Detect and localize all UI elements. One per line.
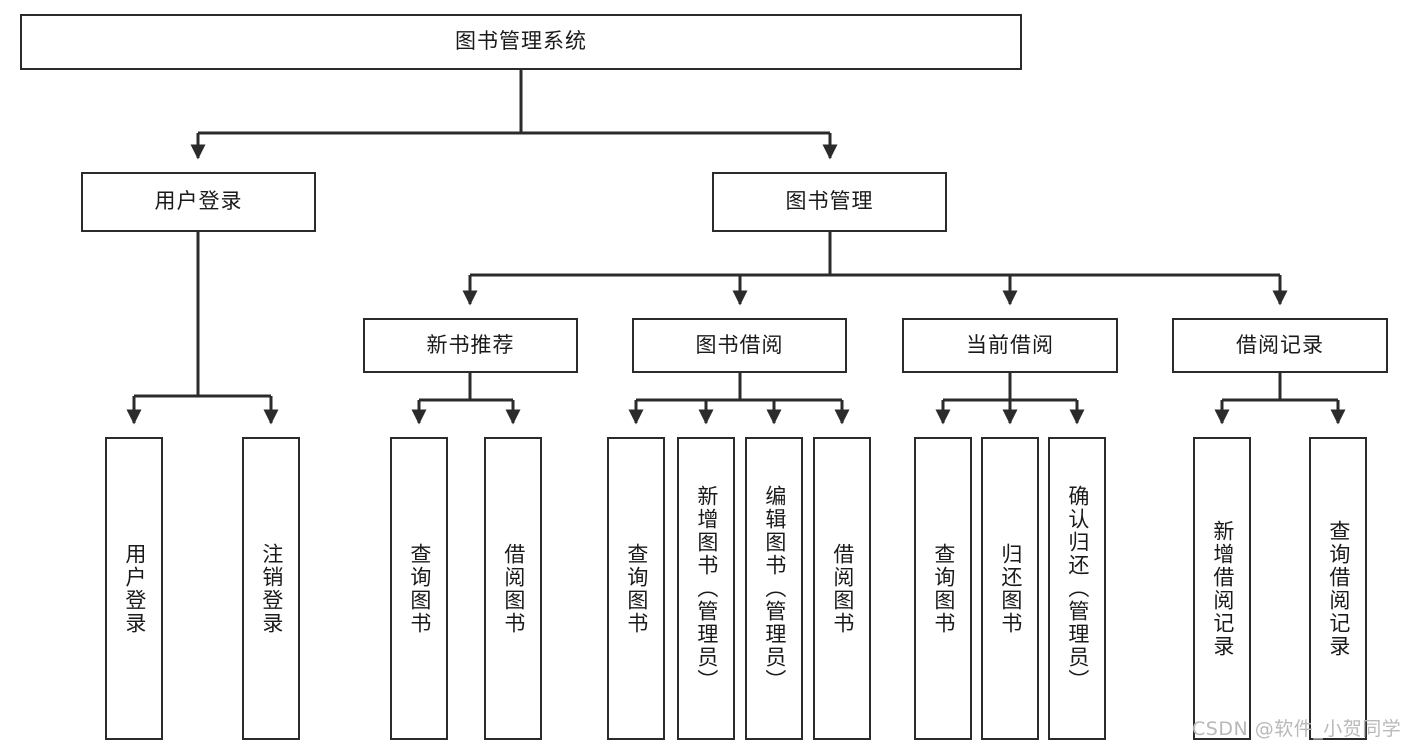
csdn-watermark: CSDN @软件_小贺同学 bbox=[1192, 718, 1402, 740]
leaf-borrow-query-book[interactable]: 查询图书 bbox=[607, 437, 665, 740]
leaf-user-login-signout[interactable]: 注销登录 bbox=[242, 437, 300, 740]
node-label: 归还图书 bbox=[998, 542, 1023, 635]
node-book-management[interactable]: 图书管理 bbox=[712, 172, 947, 232]
leaf-current-return-book[interactable]: 归还图书 bbox=[981, 437, 1039, 740]
node-label: 新增图书（管理员） bbox=[694, 485, 719, 692]
node-label: 图书借阅 bbox=[695, 332, 784, 357]
node-borrow-record[interactable]: 借阅记录 bbox=[1172, 318, 1388, 373]
node-label: 图书管理系统 bbox=[455, 29, 587, 54]
node-user-login[interactable]: 用户登录 bbox=[81, 172, 316, 232]
node-label: 查询借阅记录 bbox=[1326, 519, 1351, 658]
node-label: 借阅图书 bbox=[501, 542, 526, 635]
leaf-borrow-edit-book-admin[interactable]: 编辑图书（管理员） bbox=[745, 437, 803, 740]
leaf-user-login-signin[interactable]: 用户登录 bbox=[105, 437, 163, 740]
node-label: 用户登录 bbox=[154, 189, 243, 214]
node-label: 图书管理 bbox=[785, 189, 874, 214]
node-label: 借阅图书 bbox=[830, 542, 855, 635]
node-label: 借阅记录 bbox=[1236, 332, 1324, 357]
leaf-record-add-record[interactable]: 新增借阅记录 bbox=[1193, 437, 1251, 740]
node-root-system[interactable]: 图书管理系统 bbox=[20, 14, 1022, 70]
node-label: 查询图书 bbox=[407, 542, 432, 635]
node-label: 新增借阅记录 bbox=[1210, 519, 1235, 658]
node-label: 注销登录 bbox=[259, 542, 284, 635]
node-label: 确认归还（管理员） bbox=[1065, 485, 1090, 692]
leaf-recommend-borrow-book[interactable]: 借阅图书 bbox=[484, 437, 542, 740]
leaf-record-query-record[interactable]: 查询借阅记录 bbox=[1309, 437, 1367, 740]
node-label: 当前借阅 bbox=[966, 332, 1054, 357]
node-label: 用户登录 bbox=[122, 542, 147, 635]
node-new-book-recommend[interactable]: 新书推荐 bbox=[363, 318, 578, 373]
node-current-borrow[interactable]: 当前借阅 bbox=[902, 318, 1118, 373]
node-label: 新书推荐 bbox=[426, 332, 515, 357]
leaf-current-confirm-return-admin[interactable]: 确认归还（管理员） bbox=[1048, 437, 1106, 740]
node-label: 查询图书 bbox=[931, 542, 956, 635]
leaf-borrow-add-book-admin[interactable]: 新增图书（管理员） bbox=[677, 437, 735, 740]
node-label: 查询图书 bbox=[624, 542, 649, 635]
leaf-borrow-borrow-book[interactable]: 借阅图书 bbox=[813, 437, 871, 740]
leaf-current-query-book[interactable]: 查询图书 bbox=[914, 437, 972, 740]
leaf-recommend-query-book[interactable]: 查询图书 bbox=[390, 437, 448, 740]
node-book-borrow[interactable]: 图书借阅 bbox=[632, 318, 847, 373]
node-label: 编辑图书（管理员） bbox=[762, 485, 787, 692]
